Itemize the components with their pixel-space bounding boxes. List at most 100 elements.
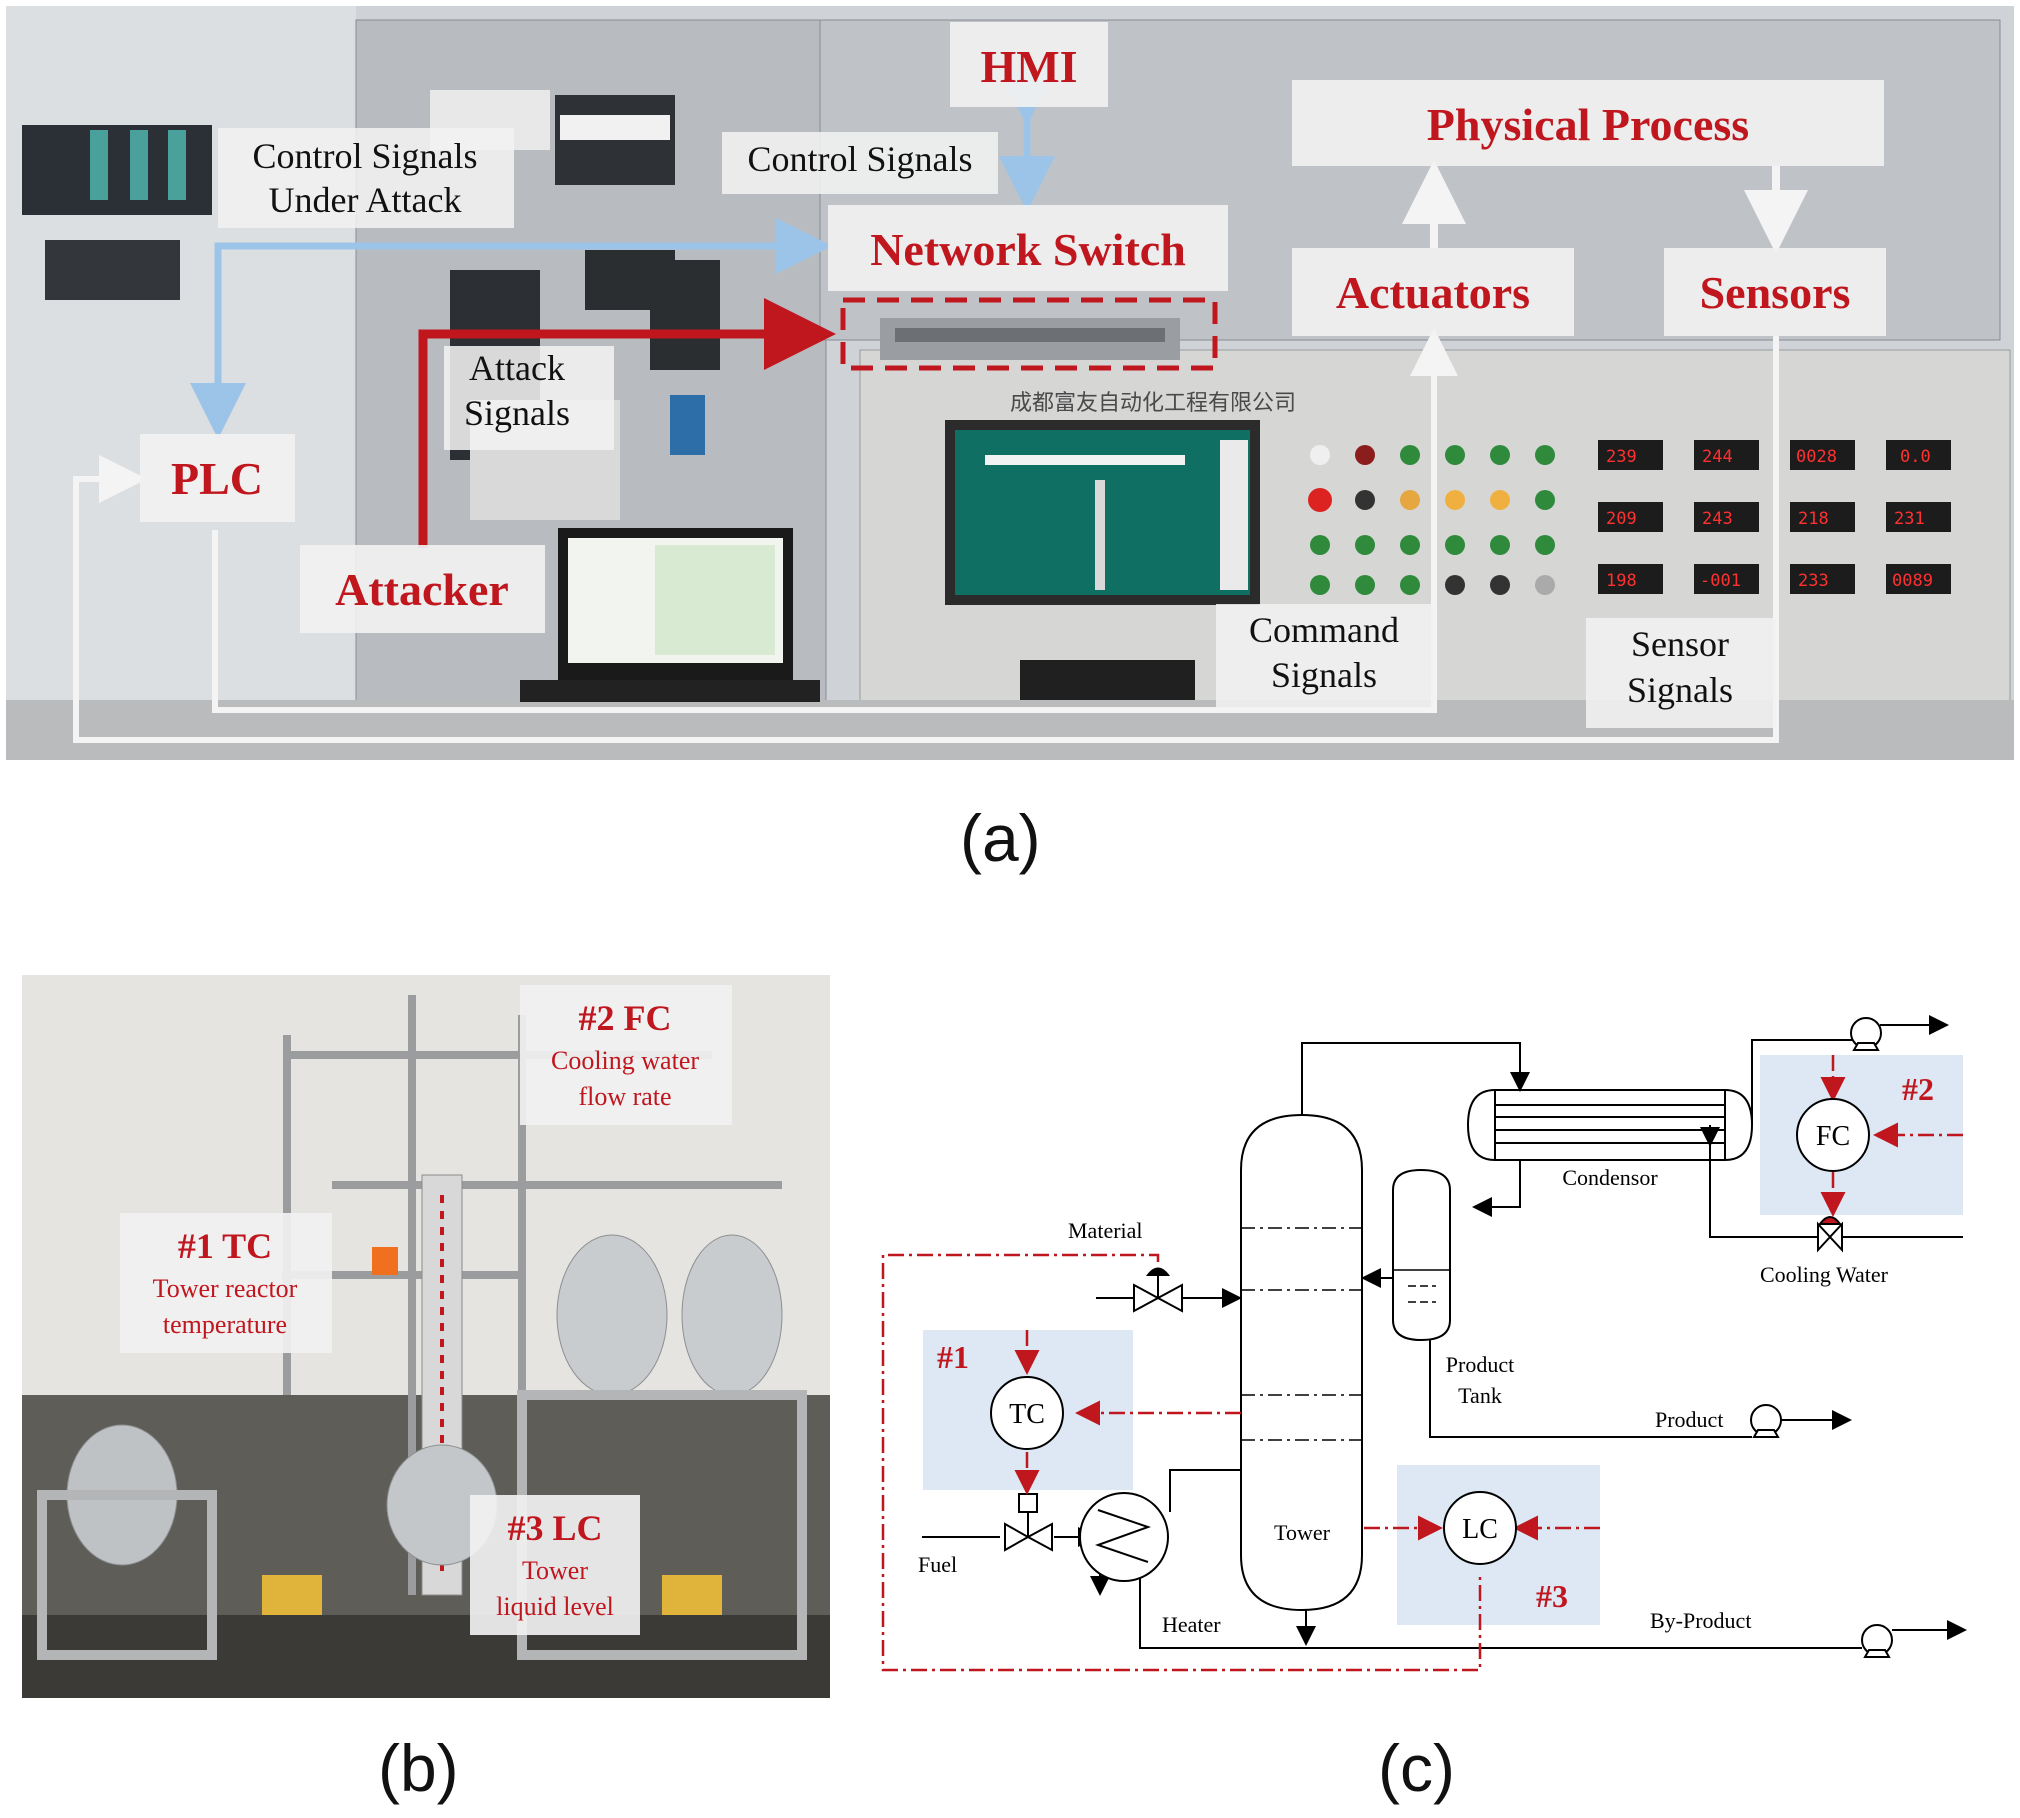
- material-valve: [1133, 1267, 1183, 1313]
- condensor: [1466, 1089, 1754, 1161]
- actuators-label: Actuators: [1336, 267, 1530, 318]
- attack-signals-label-line2: Signals: [464, 393, 570, 433]
- digital-meters: 239 244 0028 0.0 209 243 218 231 198 -00…: [1598, 440, 1951, 594]
- panel-c-process-diagram: Tower Condensor Product Tank: [881, 1015, 1967, 1672]
- tag-3: #3: [1536, 1578, 1568, 1614]
- heater-label: Heater: [1162, 1612, 1221, 1637]
- network-switch-label: Network Switch: [870, 224, 1186, 275]
- control-signals-label: Control Signals: [747, 139, 972, 179]
- pump: [262, 1575, 322, 1615]
- tower-vessel: [1240, 1113, 1363, 1612]
- meter-reading: 218: [1798, 509, 1829, 529]
- control-under-attack-label-line1: Control Signals: [252, 136, 477, 176]
- fuel-label: Fuel: [918, 1552, 957, 1577]
- callout-1-box: [120, 1213, 332, 1353]
- tag-1: #1: [937, 1339, 969, 1375]
- meter-reading: 239: [1606, 447, 1637, 467]
- attack-signals-label-box: [444, 346, 614, 450]
- plc-label: PLC: [171, 453, 263, 504]
- command-signal-path: [212, 328, 1458, 713]
- callout-2-line1: Cooling water: [551, 1046, 699, 1075]
- cooling-water-pump: [1850, 1017, 1882, 1051]
- product-tank: [1392, 1168, 1451, 1342]
- lc-label: LC: [1462, 1514, 1498, 1545]
- tag-2: #2: [1902, 1071, 1934, 1107]
- attacker-label: Attacker: [335, 564, 509, 615]
- meter-reading: -001: [1700, 571, 1741, 591]
- control-under-attack-label-box: [218, 128, 514, 228]
- tc-controller: [990, 1376, 1064, 1450]
- tc-label: TC: [1009, 1399, 1045, 1430]
- hmi-label-box: [950, 22, 1108, 107]
- sensor-signal-path: [73, 336, 1779, 743]
- panel-a-caption: (a): [960, 801, 1041, 875]
- panel-b-plant-photo: #1 TC Tower reactor temperature #2 FC Co…: [22, 975, 830, 1698]
- cooling-water-label: Cooling Water: [1760, 1262, 1889, 1287]
- product-tank-label-2: Tank: [1458, 1383, 1502, 1408]
- by-product-pump: [1861, 1624, 1893, 1658]
- heater: [1079, 1492, 1169, 1582]
- meter-reading: 244: [1702, 447, 1733, 467]
- panel-b-caption: (b): [378, 1731, 459, 1805]
- control-under-attack-label-line2: Under Attack: [269, 180, 462, 220]
- indicator-lamps: [1308, 445, 1555, 595]
- network-switch-label-box: [828, 205, 1228, 291]
- meter-reading: 231: [1894, 509, 1925, 529]
- product-tank-label-1: Product: [1446, 1352, 1514, 1377]
- cooling-water-valve: [1817, 1216, 1843, 1253]
- attack-signals-label-line1: Attack: [469, 348, 565, 388]
- plc-module: [45, 240, 180, 300]
- callout-1-line1: Tower reactor: [153, 1274, 298, 1303]
- tower-label: Tower: [1274, 1520, 1331, 1545]
- fc-label: FC: [1816, 1121, 1850, 1152]
- lc-controller: [1443, 1491, 1517, 1565]
- attack-signal-arrow: [418, 298, 836, 548]
- callout-1-id: #1 TC: [178, 1226, 272, 1266]
- product-pump: [1750, 1404, 1782, 1438]
- meter-reading: 0089: [1892, 571, 1933, 591]
- callout-3-line2: liquid level: [496, 1592, 614, 1621]
- vessel-right: [681, 1234, 783, 1396]
- product-label: Product: [1655, 1407, 1723, 1432]
- by-product-label: By-Product: [1650, 1608, 1751, 1633]
- meter-reading: 0.0: [1900, 447, 1931, 467]
- meter-reading: 209: [1606, 509, 1637, 529]
- sensors-label: Sensors: [1700, 267, 1851, 318]
- pump: [662, 1575, 722, 1615]
- physical-process-label-box: [1292, 80, 1884, 166]
- material-label: Material: [1068, 1218, 1143, 1243]
- fc-controller: [1796, 1098, 1870, 1172]
- callout-3-box: [470, 1495, 640, 1635]
- fuel-valve: [1004, 1493, 1053, 1552]
- plc-label-box: [140, 434, 295, 522]
- panel-c-caption: (c): [1378, 1731, 1455, 1805]
- actuators-label-box: [1292, 248, 1574, 336]
- sensor-signals-label-line2: Signals: [1627, 670, 1733, 710]
- desk-banner-text: 成都富友自动化工程有限公司: [1010, 391, 1296, 416]
- attacker-laptop-base: [520, 680, 820, 702]
- sensors-label-box: [1664, 248, 1886, 336]
- network-switch-highlight: [840, 297, 1218, 371]
- attacker-label-box: [300, 545, 545, 633]
- physical-process-label: Physical Process: [1427, 99, 1749, 150]
- meter-reading: 198: [1606, 571, 1637, 591]
- callout-2-box: [520, 985, 732, 1125]
- callout-3-line1: Tower: [522, 1556, 588, 1585]
- callout-1-line2: temperature: [163, 1310, 287, 1339]
- meter-reading: 0028: [1796, 447, 1837, 467]
- controller-display: [372, 1247, 398, 1275]
- hmi-label: HMI: [980, 41, 1077, 92]
- panel-a-testbed-photo: 成都富友自动化工程有限公司 239 244 0028 0.0 209 243 2…: [6, 6, 2014, 760]
- sensor-signals-label-box: [1586, 618, 1776, 728]
- left-wall-panel: [6, 6, 356, 760]
- command-signals-label-box: [1216, 604, 1434, 708]
- control-signals-label-box: [722, 132, 998, 194]
- vessel-left: [556, 1234, 668, 1396]
- meter-reading: 233: [1798, 571, 1829, 591]
- callout-2-id: #2 FC: [579, 998, 672, 1038]
- condensor-label: Condensor: [1562, 1165, 1658, 1190]
- sensor-signals-label-line1: Sensor: [1631, 624, 1729, 664]
- callout-3-id: #3 LC: [507, 1508, 602, 1548]
- keyboard: [1020, 660, 1195, 700]
- command-signals-label-line2: Signals: [1271, 655, 1377, 695]
